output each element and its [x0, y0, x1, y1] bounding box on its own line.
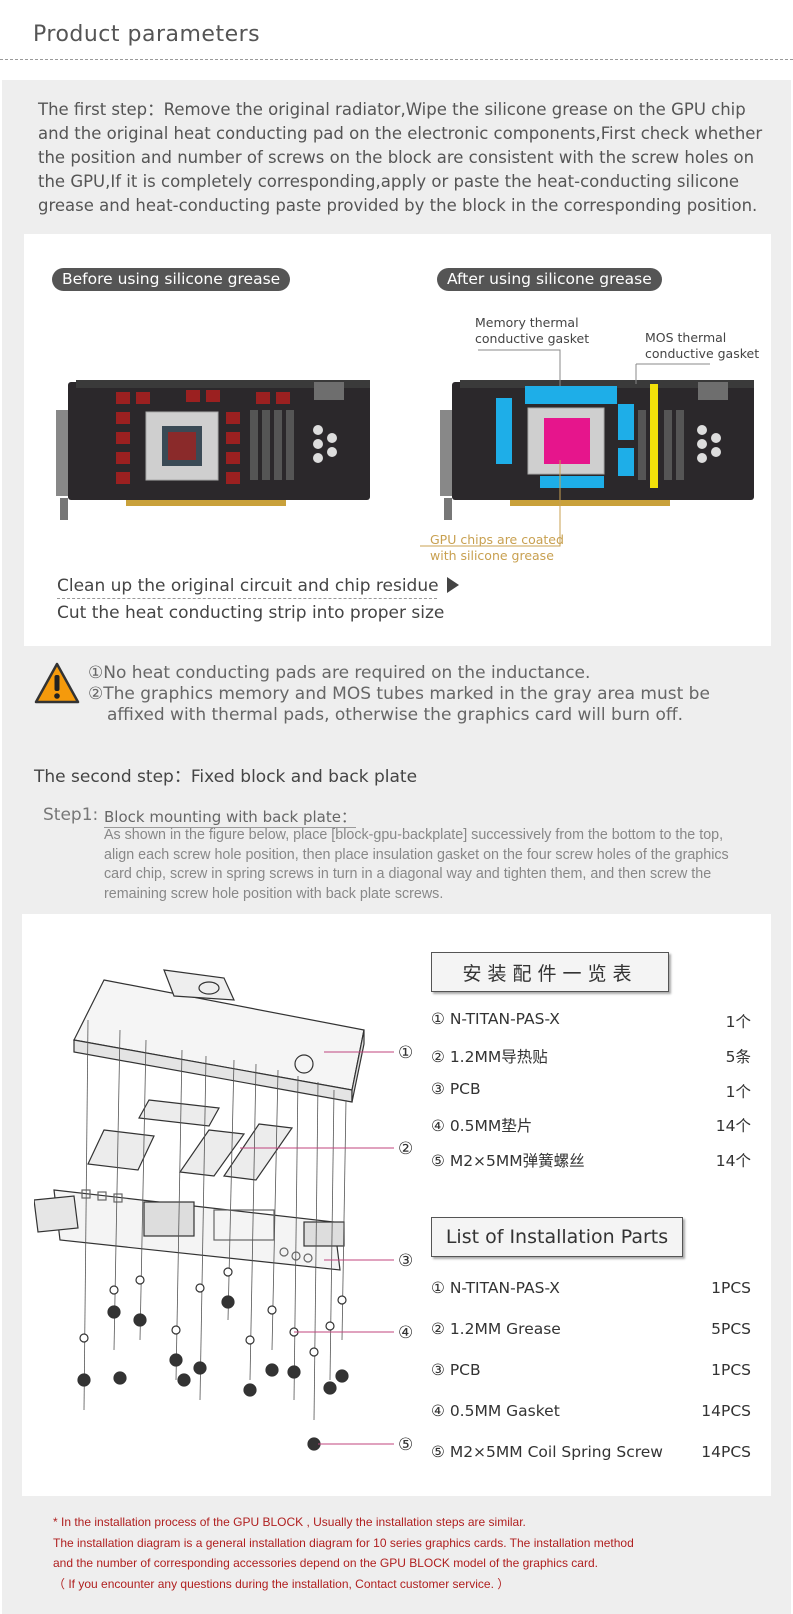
play-arrow-icon [446, 577, 459, 593]
diagram-callout-2: ② [398, 1139, 413, 1159]
exploded-assembly-diagram: ① ② ③ ④ ⑤ [34, 969, 413, 1455]
after-grease-label: After using silicone grease [437, 268, 662, 291]
gpu-board-after-image [440, 380, 754, 520]
parts-list-en-header: List of Installation Parts [431, 1217, 683, 1257]
clean-up-text: Clean up the original circuit and chip r… [57, 576, 459, 596]
diagram-callout-4: ④ [398, 1323, 413, 1343]
memory-gasket-note: Memory thermal conductive gasket [475, 315, 590, 346]
warning-icon [34, 662, 80, 704]
gpu-board-before-image [56, 380, 370, 520]
page-title: Product parameters [33, 22, 261, 47]
step1-subtitle: Block mounting with back plate： [104, 808, 356, 828]
step-one-text: The first step：Remove the original radia… [38, 100, 763, 215]
mos-gasket-note: MOS thermal conductive gasket [645, 330, 760, 361]
cut-strip-text: Cut the heat conducting strip into prope… [57, 603, 445, 623]
annotation-leaders [420, 349, 710, 547]
diagram-callout-1: ① [398, 1043, 413, 1063]
header-divider [0, 59, 793, 60]
step-two-title: The second step：Fixed block and back pla… [34, 767, 418, 787]
step1-description: As shown in the figure below, place [blo… [104, 827, 729, 902]
step1-label: Step1: [43, 805, 99, 825]
clean-divider [57, 598, 437, 599]
diagram-callout-3: ③ [398, 1251, 413, 1271]
gpu-grease-note: GPU chips are coated with silicone greas… [430, 532, 564, 563]
before-grease-label: Before using silicone grease [52, 268, 291, 291]
parts-list-cn-header: 安装配件一览表 [431, 952, 669, 992]
installation-footnote: * In the installation process of the GPU… [53, 1515, 634, 1591]
warning-text: ①No heat conducting pads are required on… [88, 663, 710, 725]
diagram-callout-5: ⑤ [398, 1435, 413, 1455]
